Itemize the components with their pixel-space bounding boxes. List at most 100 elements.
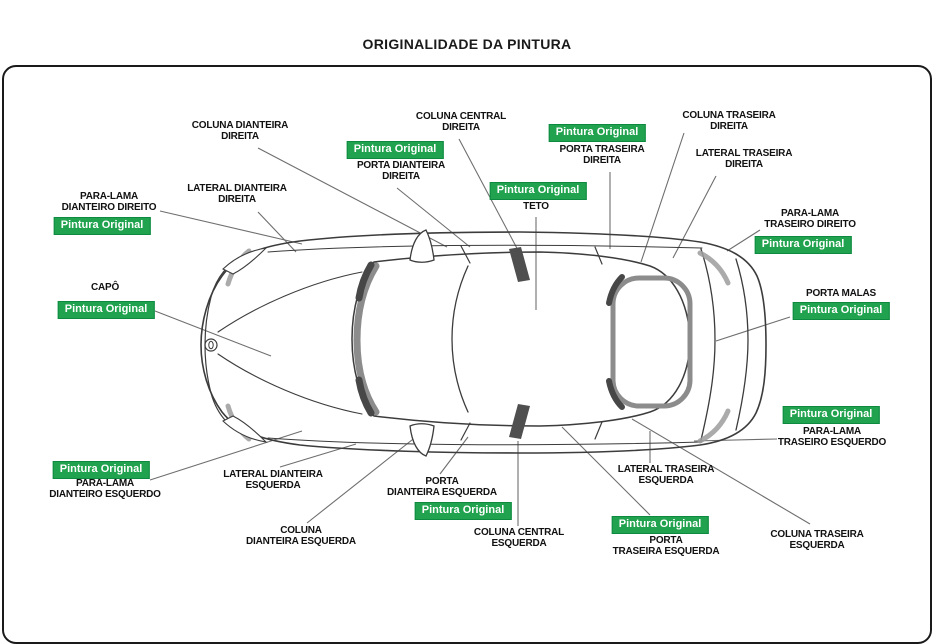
part-label-line: ESQUERDA	[789, 539, 845, 551]
part-label-line: ESQUERDA	[491, 537, 547, 549]
b-pillar-left	[509, 404, 530, 439]
a-pillar-right	[355, 261, 375, 302]
shoulder-line-left	[267, 437, 703, 446]
part-label-line: PORTA TRASEIRA	[559, 144, 645, 155]
part-label-line: DIREITA	[710, 120, 748, 132]
pintura-original-badge-para-lama-dianteiro-direito: Pintura Original	[53, 217, 151, 235]
mirror-right	[409, 229, 435, 263]
roof-front-edge	[451, 265, 469, 413]
part-label-line: DIREITA	[221, 130, 259, 142]
rear-window	[610, 275, 693, 409]
part-label-line: ESQUERDA	[638, 474, 694, 486]
part-label-line: PORTA	[649, 535, 683, 546]
rear-corner-shade-top	[697, 250, 731, 286]
part-label-line: TRASEIRA ESQUERDA	[612, 545, 720, 557]
leader-line-para-lama-dianteiro-direito	[159, 210, 303, 245]
leader-line-capo	[154, 310, 272, 357]
door-seam-rear-left	[594, 421, 603, 440]
door-seam-front-right	[460, 245, 471, 264]
part-label-porta-malas: PORTA MALAS	[805, 288, 877, 300]
part-label-line: PORTA MALAS	[805, 288, 877, 299]
pintura-original-badge-para-lama-traseiro-esquerdo: Pintura Original	[782, 406, 880, 424]
rear-corner-shade-bottom	[697, 408, 731, 444]
leader-line-coluna-traseira-direita	[640, 132, 685, 263]
front-bumper-line	[204, 248, 265, 442]
c-pillar-left	[606, 378, 625, 410]
part-label-line: COLUNA CENTRAL	[415, 111, 507, 122]
part-label-line: TETO	[523, 201, 549, 212]
part-label-teto: TETO	[523, 201, 549, 213]
car-outer-body	[200, 231, 767, 454]
part-label-line: DIREITA	[442, 121, 480, 133]
part-label-line: ESQUERDA	[245, 479, 301, 491]
pintura-original-badge-para-lama-dianteiro-esquerdo: Pintura Original	[52, 461, 150, 479]
pintura-original-badge-para-lama-traseiro-direito: Pintura Original	[754, 236, 852, 254]
shoulder-line-right	[267, 244, 703, 253]
part-label-line: COLUNA	[280, 525, 322, 536]
hood-crease-bottom	[217, 353, 363, 415]
part-label-line: DIREITA	[218, 193, 256, 205]
mirror-left	[409, 423, 435, 457]
part-label-line: DIANTEIRO ESQUERDO	[49, 488, 161, 500]
cabin-outline	[351, 251, 691, 427]
windshield-band	[353, 262, 380, 416]
leader-line-para-lama-traseiro-direito	[726, 229, 761, 252]
leader-line-porta-dianteira-esquerda	[439, 436, 469, 475]
part-label-line: DIREITA	[382, 170, 420, 182]
leader-line-coluna-traseira-esquerda	[631, 418, 811, 525]
part-label-line: PARA-LAMA	[75, 478, 135, 489]
part-label-line: PARA-LAMA	[79, 191, 139, 202]
a-pillar-left	[355, 376, 375, 417]
part-label-line: COLUNA DIANTEIRA	[191, 120, 289, 131]
leader-line-porta-dianteira-direita	[396, 187, 471, 248]
part-label-line: LATERAL DIANTEIRA	[187, 183, 287, 194]
leader-line-lateral-dianteira-esquerda	[279, 443, 357, 468]
trunk-front-edge	[700, 248, 716, 441]
part-label-line: DIANTEIRO DIREITO	[61, 201, 157, 213]
headlight-right	[222, 247, 268, 275]
part-label-capo: CAPÔ	[90, 282, 120, 294]
pintura-original-badge-teto: Pintura Original	[489, 182, 587, 200]
part-label-line: COLUNA TRASEIRA	[770, 529, 864, 540]
page-title: ORIGINALIDADE DA PINTURA	[362, 36, 572, 52]
part-label-line: TRASEIRO DIREITO	[764, 218, 856, 230]
part-label-line: COLUNA CENTRAL	[473, 527, 565, 538]
part-label-line: DIREITA	[725, 158, 763, 170]
part-label-line: TRASEIRO ESQUERDO	[777, 436, 887, 448]
front-emblem	[204, 338, 218, 352]
part-label-line: PORTA DIANTEIRA	[356, 160, 446, 171]
leader-line-coluna-dianteira-direita	[257, 147, 448, 248]
front-emblem-inner	[208, 340, 214, 350]
leader-line-porta-malas	[715, 316, 791, 342]
door-seam-front-left	[460, 422, 471, 441]
leader-line-lateral-traseira-direita	[672, 175, 717, 259]
car-top-view-illustration	[149, 132, 811, 526]
pintura-original-badge-porta-traseira-direita: Pintura Original	[548, 124, 646, 142]
part-label-line: CAPÔ	[90, 282, 120, 293]
pintura-original-badge-porta-dianteira-esquerda: Pintura Original	[414, 502, 512, 520]
headlight-left	[222, 415, 268, 443]
part-label-line: LATERAL DIANTEIRA	[223, 469, 323, 480]
hood-crease-top	[217, 271, 363, 333]
leader-line-para-lama-traseiro-esquerdo	[693, 438, 778, 442]
pintura-original-badge-capo: Pintura Original	[57, 301, 155, 319]
leader-line-coluna-central-direita	[458, 138, 521, 255]
part-label-line: PARA-LAMA	[802, 426, 861, 437]
leader-line-para-lama-dianteiro-esquerdo	[149, 430, 303, 481]
part-label-line: DIREITA	[583, 154, 621, 166]
